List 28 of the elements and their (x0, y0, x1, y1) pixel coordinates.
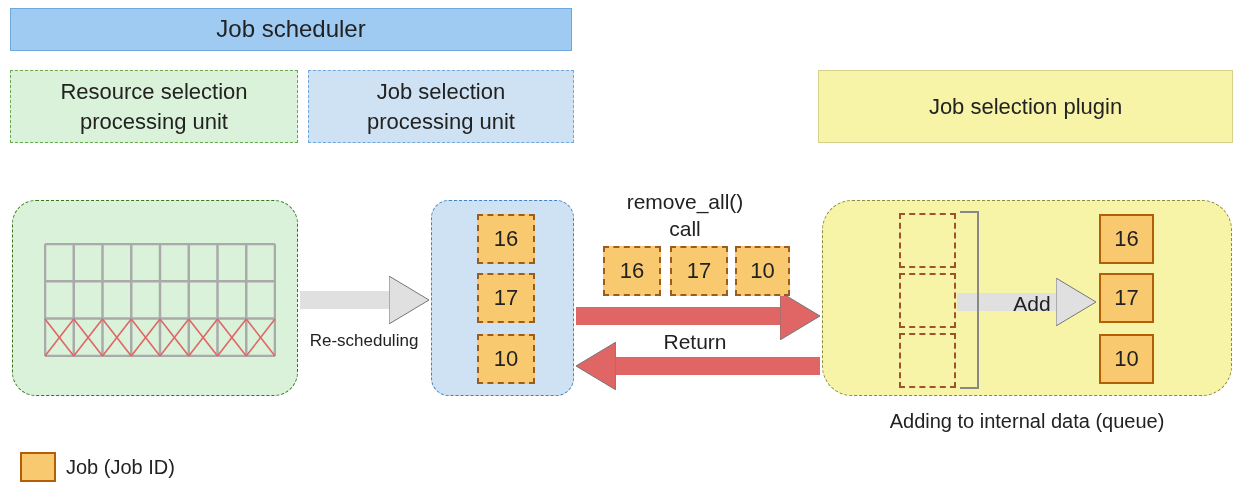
edge-label: Return (662, 329, 728, 355)
job-box: 10 (1099, 334, 1154, 384)
caption-text: Adding to internal data (queue) (888, 410, 1166, 433)
plugin-label-box: Job selection plugin (818, 70, 1233, 143)
job-box: 17 (1099, 273, 1154, 323)
edge-label: Re-scheduling (308, 330, 420, 352)
edge-label: Add (1012, 291, 1052, 317)
plugin-panel (822, 200, 1232, 396)
job-box: 10 (477, 334, 535, 384)
edge-label: remove_all() call (625, 189, 745, 243)
empty-slot (899, 333, 956, 388)
job-box: 16 (603, 246, 661, 296)
job-box: 17 (670, 246, 728, 296)
legend-text: Job (Job ID) (66, 456, 175, 479)
block-arrow (300, 275, 430, 325)
empty-slot (899, 273, 956, 328)
job-box: 10 (735, 246, 790, 296)
block-arrow (957, 277, 1097, 327)
job-box: 17 (477, 273, 535, 323)
resource-panel (12, 200, 298, 396)
job-box: 16 (477, 214, 535, 264)
unit-label-box: Job selection processing unit (308, 70, 574, 143)
unit-label-box: Resource selection processing unit (10, 70, 298, 143)
block-arrow (575, 341, 820, 391)
title-bar: Job scheduler (10, 8, 572, 51)
empty-slot (899, 213, 956, 268)
job-selection-panel (431, 200, 574, 396)
job-box: 16 (1099, 214, 1154, 264)
